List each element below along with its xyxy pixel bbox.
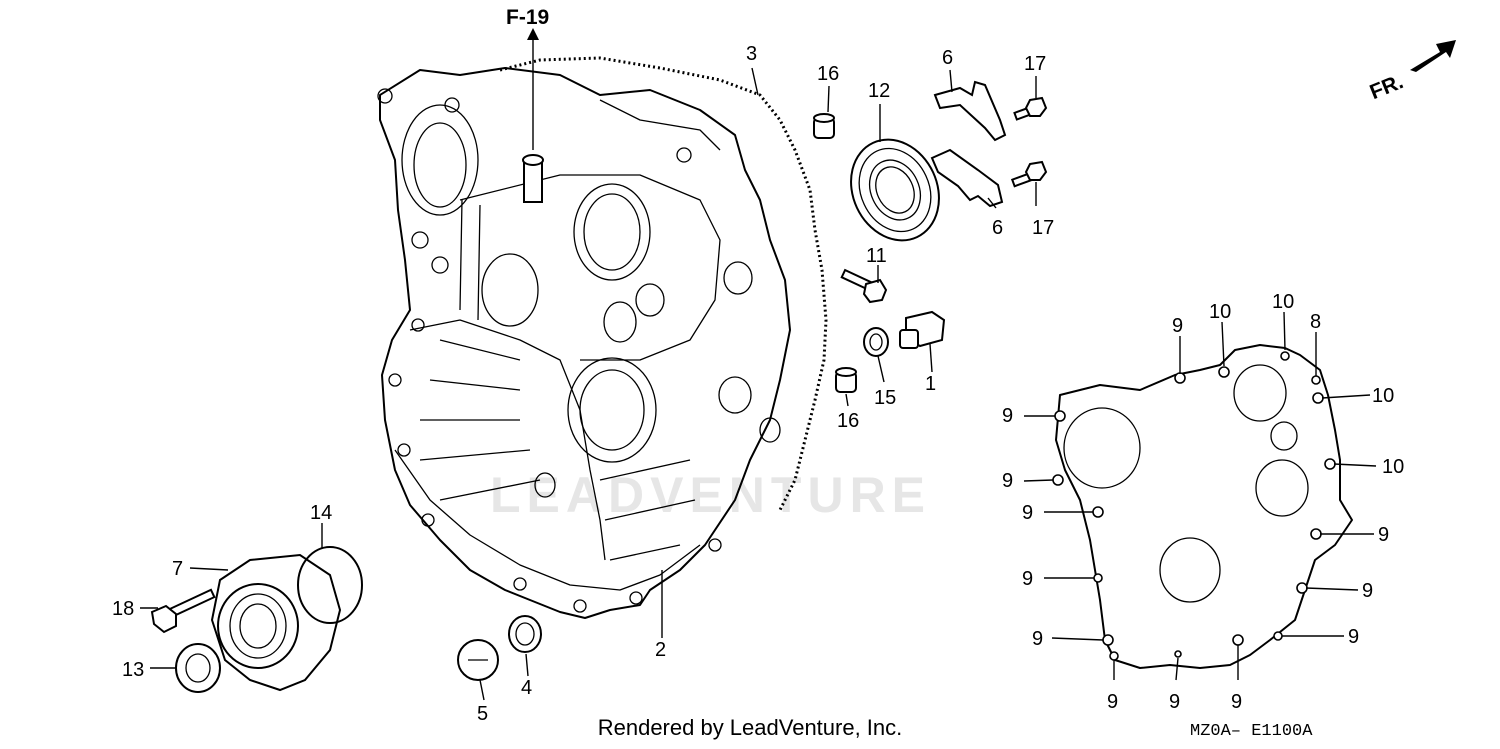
callout-9: 9 [1022, 502, 1033, 524]
set-plate-lower [930, 148, 1004, 208]
callout-15: 15 [874, 387, 896, 409]
case-bolt-layout [1052, 344, 1353, 669]
callout-9: 9 [1107, 691, 1118, 713]
callout-13: 13 [122, 659, 144, 681]
callout-9: 9 [1002, 405, 1013, 427]
front-direction-arrow: FR. [1367, 40, 1456, 104]
slave-cylinder [210, 553, 342, 692]
ball-bearing [850, 138, 940, 242]
callout-1: 1 [925, 373, 936, 395]
callout-9: 9 [1169, 691, 1180, 713]
callout-10: 10 [1372, 385, 1394, 407]
transmission-case [377, 67, 791, 619]
callout-6-upper: 6 [942, 47, 953, 69]
callout-8: 8 [1310, 311, 1321, 333]
watermark: LEADVENTURE [490, 467, 931, 523]
drain-plug [899, 310, 946, 349]
reference-arrow [527, 28, 539, 40]
sealing-washer [863, 327, 889, 357]
flange-bolt-lower [1010, 160, 1048, 188]
flange-bolt-upper [1013, 96, 1048, 121]
callout-9: 9 [1231, 691, 1242, 713]
callout-6-lower: 6 [992, 217, 1003, 239]
reference-label: F-19 [506, 6, 549, 29]
callout-9: 9 [1032, 628, 1043, 650]
callout-labels: 1 2 3 4 5 6 6 7 8 9 9 9 9 9 9 9 9 9 9 9 … [112, 43, 1404, 725]
callout-12: 12 [868, 80, 890, 102]
plug-4 [508, 615, 542, 653]
dowel-pin-upper [813, 113, 835, 139]
footer-credit: Rendered by LeadVenture, Inc. [597, 715, 903, 740]
leader-lines [140, 38, 1377, 701]
case-gasket [499, 56, 828, 511]
callout-11: 11 [866, 245, 887, 267]
callout-16-lower: 16 [837, 410, 859, 432]
front-direction-label: FR. [1367, 70, 1407, 104]
callout-17-upper: 17 [1024, 53, 1046, 75]
callout-10: 10 [1209, 301, 1231, 323]
slave-cylinder-bolt [150, 588, 216, 634]
oil-seal [175, 643, 221, 693]
callout-9: 9 [1362, 580, 1373, 602]
callout-18: 18 [112, 598, 134, 620]
callout-4: 4 [521, 677, 532, 699]
flange-bolt-11 [840, 268, 888, 304]
callout-7: 7 [172, 558, 183, 580]
callout-9: 9 [1022, 568, 1033, 590]
callout-16-upper: 16 [817, 63, 839, 85]
callout-17-lower: 17 [1032, 217, 1054, 239]
callout-14: 14 [310, 502, 332, 524]
diagram-code: MZ0A– E1100A [1190, 722, 1313, 741]
callout-5: 5 [477, 703, 488, 725]
o-ring [297, 546, 363, 624]
callout-9: 9 [1172, 315, 1183, 337]
dowel-pin-lower [835, 367, 857, 393]
set-plate-upper [933, 80, 1007, 142]
callout-9: 9 [1002, 470, 1013, 492]
callout-2: 2 [655, 639, 666, 661]
callout-9: 9 [1378, 524, 1389, 546]
plug-5 [457, 639, 499, 681]
callout-9: 9 [1348, 626, 1359, 648]
callout-10: 10 [1272, 291, 1294, 313]
callout-3: 3 [746, 43, 757, 65]
callout-10: 10 [1382, 456, 1404, 478]
